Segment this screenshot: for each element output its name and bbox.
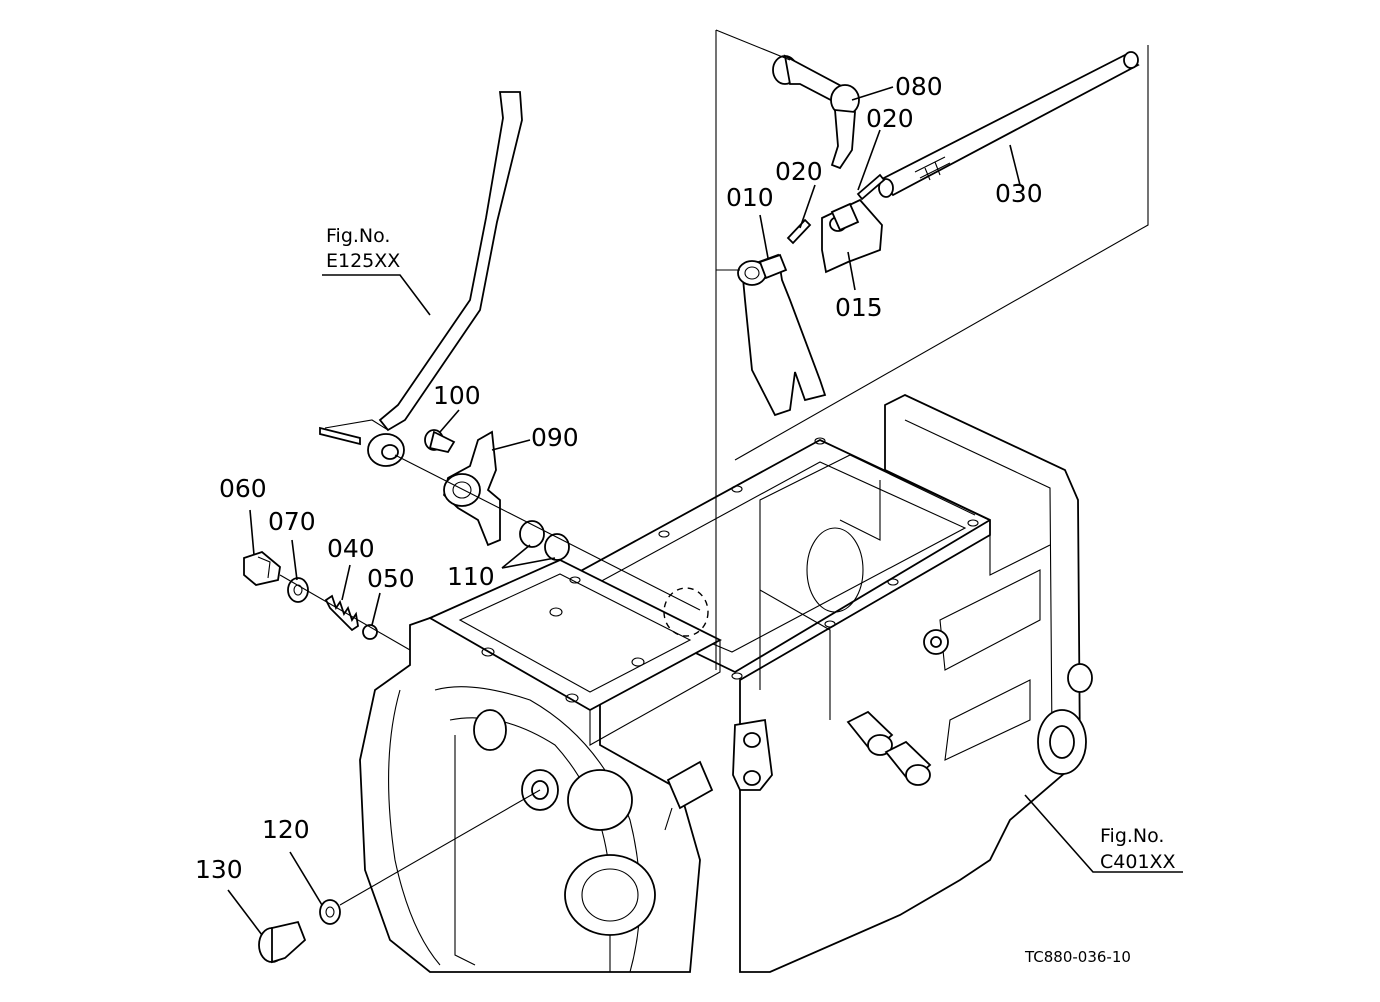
label-040: 040 bbox=[327, 534, 375, 563]
label-080: 080 bbox=[895, 72, 943, 101]
label-015: 015 bbox=[835, 293, 883, 322]
label-120: 120 bbox=[262, 815, 310, 844]
plug-060 bbox=[243, 550, 281, 586]
label-010: 010 bbox=[726, 183, 774, 212]
leader-lines bbox=[227, 86, 1183, 936]
shift-lever-rod bbox=[319, 91, 523, 467]
bracket bbox=[443, 430, 501, 547]
spring-040 bbox=[324, 594, 359, 632]
figure-reference-c401: Fig.No. C401XX bbox=[1100, 825, 1176, 873]
label-020: 020 bbox=[866, 104, 914, 133]
assembly-lines bbox=[279, 29, 1149, 906]
label-020: 020 bbox=[775, 157, 823, 186]
spring-pin bbox=[856, 173, 886, 201]
spring-pin bbox=[786, 218, 812, 245]
ref-line1: Fig.No. bbox=[326, 225, 390, 247]
ref-line2: E125XX bbox=[326, 250, 400, 272]
label-090: 090 bbox=[531, 423, 579, 452]
bolt-100 bbox=[424, 429, 456, 454]
washer-070 bbox=[287, 577, 309, 603]
shift-fork-small bbox=[821, 198, 883, 274]
figure-reference-e125: Fig.No. E125XX bbox=[326, 225, 400, 272]
label-050: 050 bbox=[367, 564, 415, 593]
label-030: 030 bbox=[995, 179, 1043, 208]
shift-rod bbox=[878, 51, 1140, 198]
washer-120 bbox=[319, 899, 341, 925]
label-100: 100 bbox=[433, 381, 481, 410]
transmission-case bbox=[359, 394, 1093, 973]
label-130: 130 bbox=[195, 855, 243, 884]
label-070: 070 bbox=[268, 507, 316, 536]
shift-arm bbox=[772, 54, 860, 170]
label-060: 060 bbox=[219, 474, 267, 503]
part-labels: 080 020 020 010 030 015 100 090 060 070 … bbox=[195, 72, 1043, 884]
plug-130 bbox=[258, 920, 307, 964]
shift-fork bbox=[737, 253, 827, 417]
ref-line2: C401XX bbox=[1100, 851, 1176, 873]
label-110: 110 bbox=[447, 562, 495, 591]
flange-bolt-holes bbox=[481, 437, 979, 703]
stud-pair bbox=[846, 710, 932, 786]
drawing-code: TC880-036-10 bbox=[1024, 948, 1131, 966]
ref-line1: Fig.No. bbox=[1100, 825, 1164, 847]
